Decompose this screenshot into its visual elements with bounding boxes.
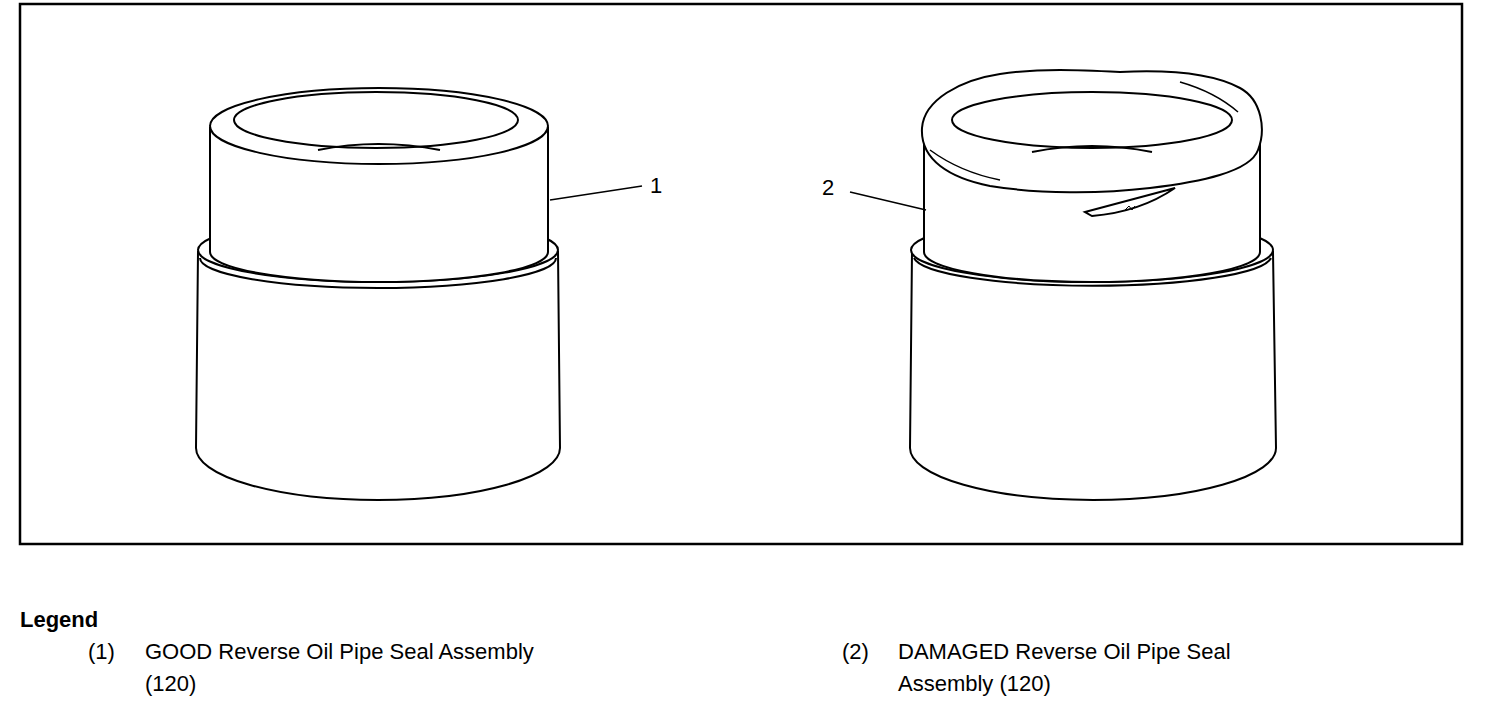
frame: [20, 4, 1462, 544]
damaged-seal: [850, 70, 1276, 500]
legend-text: DAMAGED Reverse Oil Pipe Seal Assembly (…: [898, 639, 1231, 696]
legend-key: (2): [842, 636, 869, 668]
legend-entry: GOOD Reverse Oil Pipe Seal Assembly (120…: [145, 636, 535, 700]
legend-text: GOOD Reverse Oil Pipe Seal Assembly (120…: [145, 639, 534, 696]
callout-number: 2: [822, 172, 834, 204]
good-seal: [196, 88, 642, 500]
callout-number: 1: [650, 170, 662, 202]
legend-entry: DAMAGED Reverse Oil Pipe Seal Assembly (…: [898, 636, 1298, 700]
legend-key: (1): [88, 636, 115, 668]
legend-heading: Legend: [20, 604, 98, 636]
